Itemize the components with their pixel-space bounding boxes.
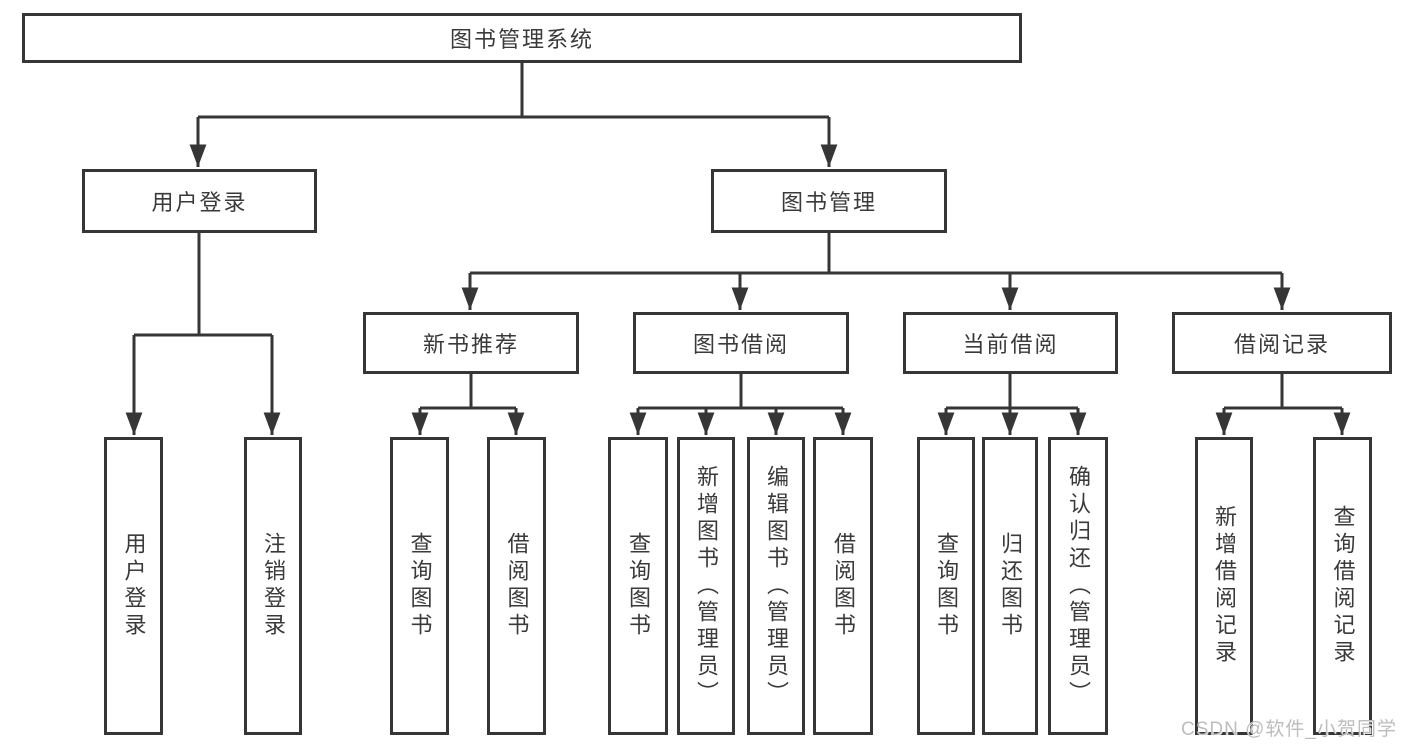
node-current-borrowing: 当前借阅 xyxy=(903,312,1118,374)
leaf-borrow-query-books: 查询图书 xyxy=(608,437,668,735)
leaf-newbooks-query-books: 查询图书 xyxy=(390,437,449,735)
node-new-book-recommend: 新书推荐 xyxy=(363,312,579,374)
node-user-login: 用户登录 xyxy=(82,169,317,233)
csdn-watermark: CSDN @软件_小贺同学 xyxy=(1181,719,1397,740)
leaf-current-return-books: 归还图书 xyxy=(982,437,1038,735)
leaf-current-query-books: 查询图书 xyxy=(917,437,975,735)
leaf-newbooks-borrow-books: 借阅图书 xyxy=(487,437,546,735)
leaf-records-query: 查询借阅记录 xyxy=(1313,437,1372,735)
node-book-management: 图书管理 xyxy=(711,169,947,233)
node-book-borrowing: 图书借阅 xyxy=(633,312,849,374)
leaf-user-login: 用户登录 xyxy=(104,437,163,735)
node-borrowing-records: 借阅记录 xyxy=(1172,312,1392,374)
leaf-borrow-edit-books-admin: 编辑图书（管理员） xyxy=(747,437,805,735)
leaf-borrow-borrow-books: 借阅图书 xyxy=(813,437,873,735)
node-library-system: 图书管理系统 xyxy=(22,13,1022,63)
leaf-current-confirm-return-admin: 确认归还（管理员） xyxy=(1048,437,1108,735)
leaf-records-add: 新增借阅记录 xyxy=(1195,437,1253,735)
leaf-logout: 注销登录 xyxy=(244,437,302,735)
leaf-borrow-add-books-admin: 新增图书（管理员） xyxy=(677,437,735,735)
